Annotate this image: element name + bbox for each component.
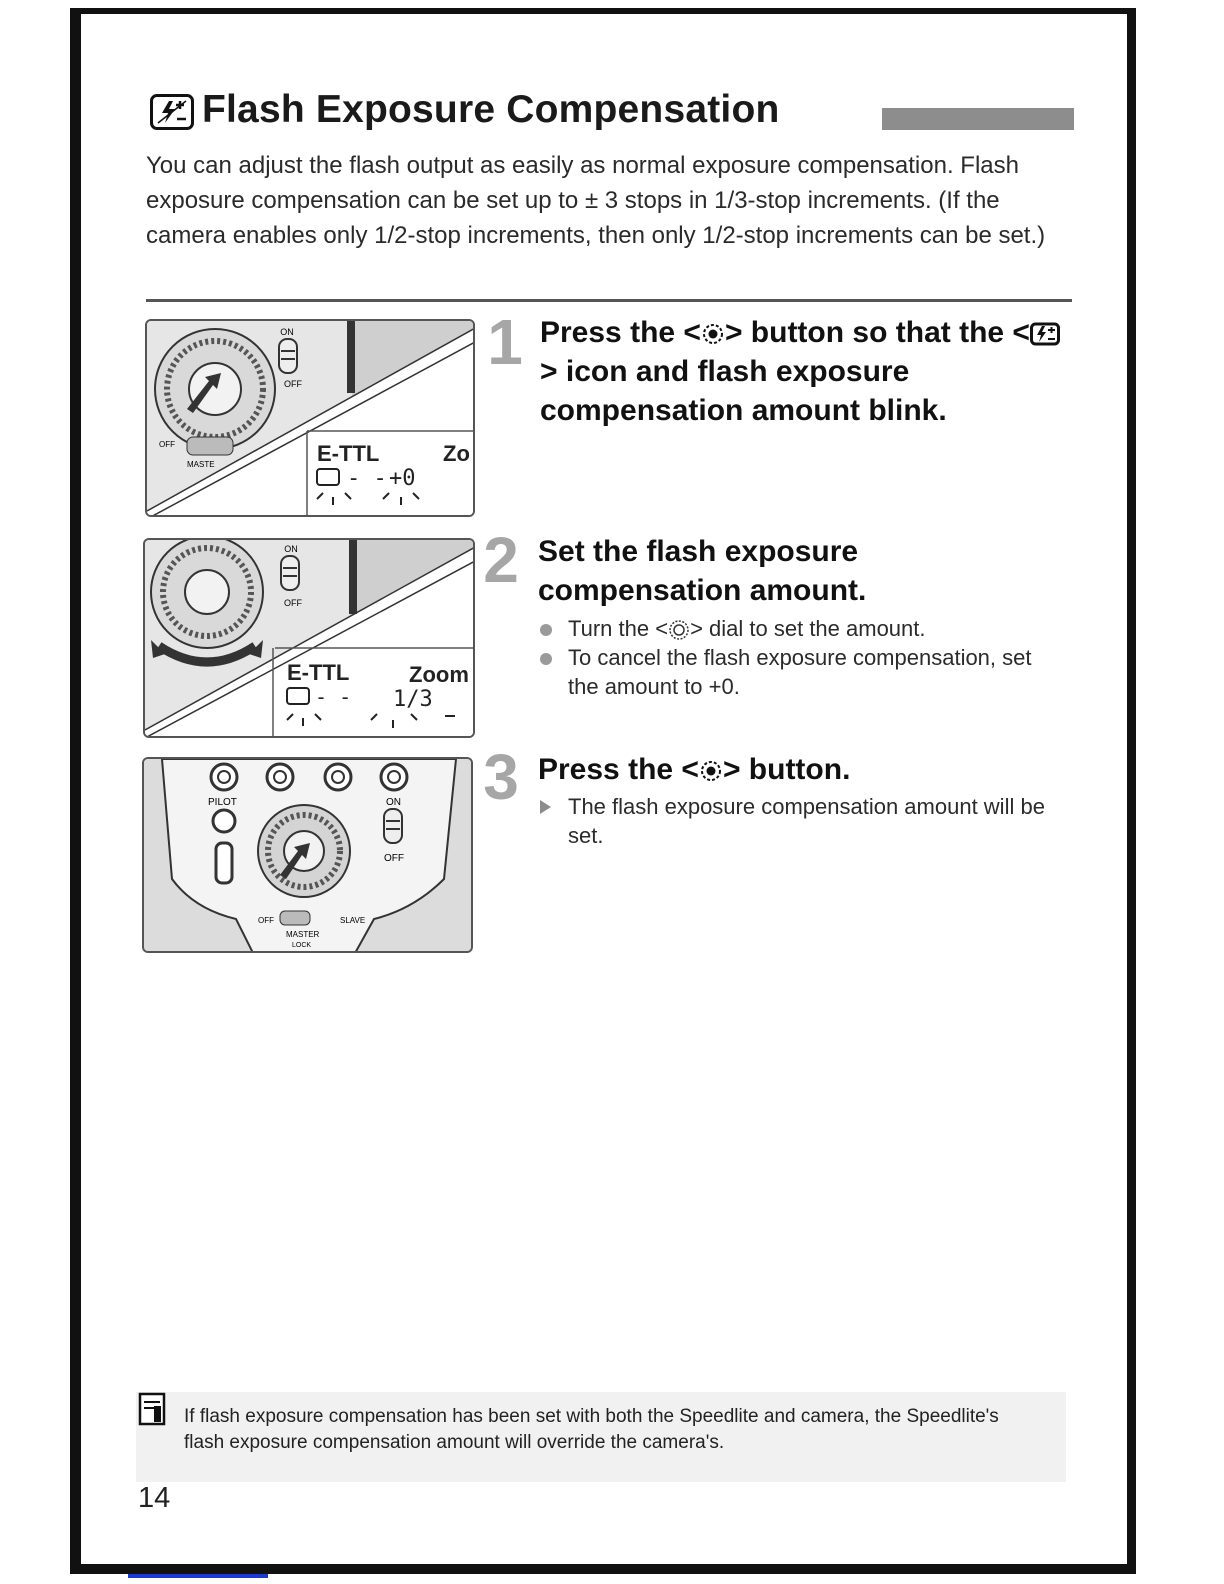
title-decorative-bar xyxy=(882,108,1074,130)
bullet-dot-icon xyxy=(540,653,552,665)
off-label: OFF xyxy=(284,598,302,608)
flash-exposure-compensation-icon xyxy=(1029,322,1060,346)
step-2-bullets: Turn the < > dial to set the amount. To c… xyxy=(538,614,1068,701)
section-divider xyxy=(146,299,1072,302)
lcd-value: 1/3 xyxy=(393,687,433,712)
lcd-zoom: Zo xyxy=(443,441,470,466)
step-1-heading-part-a: Press the < xyxy=(540,316,701,349)
bullet-text: To cancel the flash exposure compensatio… xyxy=(568,645,1032,699)
note-text: If flash exposure compensation has been … xyxy=(184,1406,999,1453)
bullet-text-a: Turn the < xyxy=(568,616,669,641)
lcd-mode: E-TTL xyxy=(287,660,349,685)
step-1-number: 1 xyxy=(487,306,523,378)
select-set-button-icon xyxy=(702,324,723,345)
step-3-number: 3 xyxy=(483,741,519,813)
list-item: Turn the < > dial to set the amount. xyxy=(538,614,1068,643)
memo-note-icon xyxy=(138,1392,166,1426)
pilot-label: PILOT xyxy=(208,797,237,808)
lcd-zoom: Zoom xyxy=(409,662,469,687)
result-text: The flash exposure compensation amount w… xyxy=(568,794,1045,848)
step-1-heading: Press the < > button so that the < > icon … xyxy=(540,313,1060,430)
off-label: OFF xyxy=(384,853,404,864)
step-3-heading-part-a: Press the < xyxy=(538,753,699,786)
step-3-heading: Press the < > button. xyxy=(538,750,1058,789)
select-set-button-icon xyxy=(700,761,721,782)
step-3-result: The flash exposure compensation amount w… xyxy=(538,792,1068,850)
dial-icon xyxy=(669,620,689,640)
bullet-dot-icon xyxy=(540,624,552,636)
step-1-figure: ON OFF OFF MASTE E-TTL Zo - - +0 xyxy=(145,319,475,517)
off-left-label: OFF xyxy=(159,440,175,449)
svg-text:- -: - - xyxy=(347,466,387,491)
off-label: OFF xyxy=(284,379,302,389)
off-left-label: OFF xyxy=(258,916,274,925)
lcd-mode: E-TTL xyxy=(317,441,379,466)
step-3-figure: PILOT ON OFF OFF SLAVE MASTER LOCK xyxy=(142,757,473,953)
step-1-heading-part-c: > icon and flash exposure compensation a… xyxy=(540,355,947,427)
scan-edge-mark xyxy=(128,1574,268,1578)
result-arrow-icon xyxy=(540,800,551,814)
lcd-value: +0 xyxy=(389,466,416,491)
step-1-heading-part-b: > button so that the < xyxy=(724,316,1030,349)
step-2-figure: ON OFF E-TTL Zoom - - 1/3 xyxy=(143,538,475,738)
lock-label: LOCK xyxy=(292,942,311,949)
svg-text:- -: - - xyxy=(315,685,351,709)
page-number: 14 xyxy=(138,1482,171,1514)
on-label: ON xyxy=(386,797,401,808)
slave-label: SLAVE xyxy=(340,916,365,925)
note-box: If flash exposure compensation has been … xyxy=(136,1392,1066,1482)
title-row: Flash Exposure Compensation xyxy=(148,84,1078,144)
step-2-number: 2 xyxy=(483,524,519,596)
bullet-text-b: > dial to set the amount. xyxy=(690,616,926,641)
list-item: To cancel the flash exposure compensatio… xyxy=(538,643,1068,701)
intro-paragraph: You can adjust the flash output as easil… xyxy=(146,152,1046,249)
list-item: The flash exposure compensation amount w… xyxy=(538,792,1068,850)
flash-exposure-compensation-icon xyxy=(150,94,194,130)
on-label: ON xyxy=(280,327,294,337)
step-2-heading: Set the flash exposure compensation amou… xyxy=(538,535,867,607)
master-label: MASTER xyxy=(286,930,320,939)
master-label: MASTE xyxy=(187,460,215,469)
on-label: ON xyxy=(284,544,298,554)
step-3-heading-part-b: > button. xyxy=(722,753,851,786)
page-title: Flash Exposure Compensation xyxy=(202,88,780,131)
